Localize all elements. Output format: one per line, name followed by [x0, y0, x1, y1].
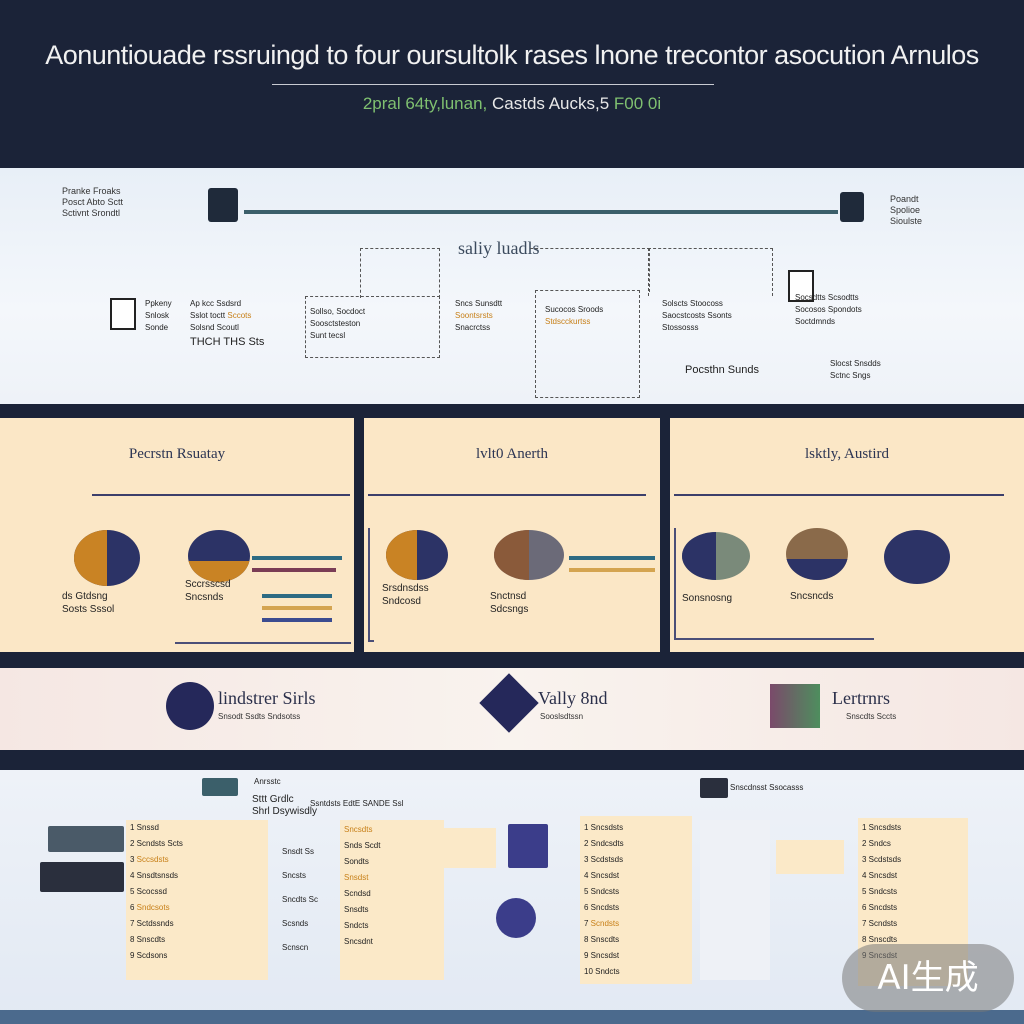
connector: [648, 248, 773, 296]
card-caption: Sonsnosng: [682, 593, 733, 604]
circle-icon: [166, 682, 214, 730]
pie-icon: [188, 530, 250, 582]
band-item-title: Vally 8nd: [538, 688, 608, 708]
page-subtitle: 2pral 64ty,lunan, Castds Aucks,5 F00 0i: [0, 94, 1024, 114]
card-title: Pecrstn Rsuatay: [128, 446, 226, 462]
info-card: lsktly, Austird Sonsnosng Sncsncds: [670, 418, 1024, 652]
hexagon-icon: [508, 824, 548, 868]
bottom-label: Ssntdsts EdtE SANDE Ssl: [310, 799, 404, 808]
card-frame: [674, 528, 874, 640]
flow-center-label: saliy luadls: [458, 238, 540, 258]
band-item-text: Sooslsdtssn: [540, 712, 584, 721]
document-icon: [788, 270, 814, 302]
connector: [360, 248, 440, 298]
page-title: Aonuntiouade rssruingd to four oursultol…: [45, 40, 979, 70]
stripe: [569, 556, 655, 560]
pie-icon: [884, 530, 950, 584]
flow-mid-caption: THCH THS Sts: [190, 336, 265, 348]
subtitle-part-a: 2pral 64ty,lunan,: [362, 94, 488, 113]
connector-box: [305, 296, 440, 358]
stripe: [252, 556, 342, 560]
card-divider: [368, 494, 646, 496]
stripe: [262, 618, 332, 622]
chart-panel: [444, 828, 496, 868]
photo-icon: [682, 532, 750, 580]
bottom-label: Snscdnsst Ssocasss: [730, 783, 804, 792]
photo-icon: [786, 528, 848, 580]
text-panel: [340, 820, 444, 980]
folder-icon: [700, 778, 728, 798]
photo-icon: [494, 530, 564, 580]
card-caption: Sncsncds: [790, 591, 834, 602]
pie-icon: [386, 530, 448, 580]
pie-icon: [74, 530, 140, 586]
subtitle-part-b: Castds Aucks,5: [492, 94, 610, 113]
stripe: [252, 568, 336, 572]
diamond-icon: [479, 673, 539, 733]
summary-band: lindstrer Sirls Snsodt Ssdts Sndsotss Va…: [0, 668, 1024, 750]
flow-footer-caption: Pocsthn Sunds: [685, 364, 759, 376]
card-title: lsktly, Austird: [804, 446, 890, 462]
house-icon: [840, 192, 864, 222]
text-panel: [126, 820, 268, 980]
card-thumbnail: [48, 826, 124, 852]
bottom-label: Sttt Grdlc: [252, 794, 294, 805]
bottom-label: Anrsstc: [254, 777, 281, 786]
card-title: lvlt0 Anerth: [475, 446, 549, 462]
card-divider: [92, 494, 350, 496]
chart-panel: [776, 840, 844, 874]
band-item-text: Snscdts Sccts: [846, 712, 897, 721]
ai-generated-badge: AI生成: [842, 944, 1014, 1012]
band-item-title: Lertrnrs: [832, 688, 890, 708]
card-frame: [175, 624, 351, 644]
title-divider: [272, 84, 714, 85]
bottom-label: Shrl Dsywisdly: [252, 806, 318, 817]
subtitle-part-c: F00 0i: [613, 94, 662, 113]
connector-box: [535, 290, 640, 398]
text-panel: [580, 816, 692, 984]
stripe: [262, 594, 332, 598]
circle-icon: [496, 898, 536, 938]
card-thumbnail: [40, 862, 124, 892]
document-icon: [110, 298, 136, 330]
connector: [530, 248, 650, 292]
chart-icon: [770, 684, 820, 728]
house-icon: [208, 188, 238, 222]
text-panel: [700, 820, 770, 980]
stripe: [262, 606, 332, 610]
band-item-title: lindstrer Sirls: [218, 688, 316, 708]
card-divider: [674, 494, 1004, 496]
bottom-strip: [0, 1010, 1024, 1024]
stripe: [569, 568, 655, 572]
timeline-line: [244, 210, 838, 214]
band-item-text: Snsodt Ssdts Sndsotss: [218, 712, 301, 721]
card-frame: [368, 528, 374, 642]
tag-icon: [202, 778, 238, 796]
header-banner: Aonuntiouade rssruingd to four oursultol…: [0, 0, 1024, 166]
